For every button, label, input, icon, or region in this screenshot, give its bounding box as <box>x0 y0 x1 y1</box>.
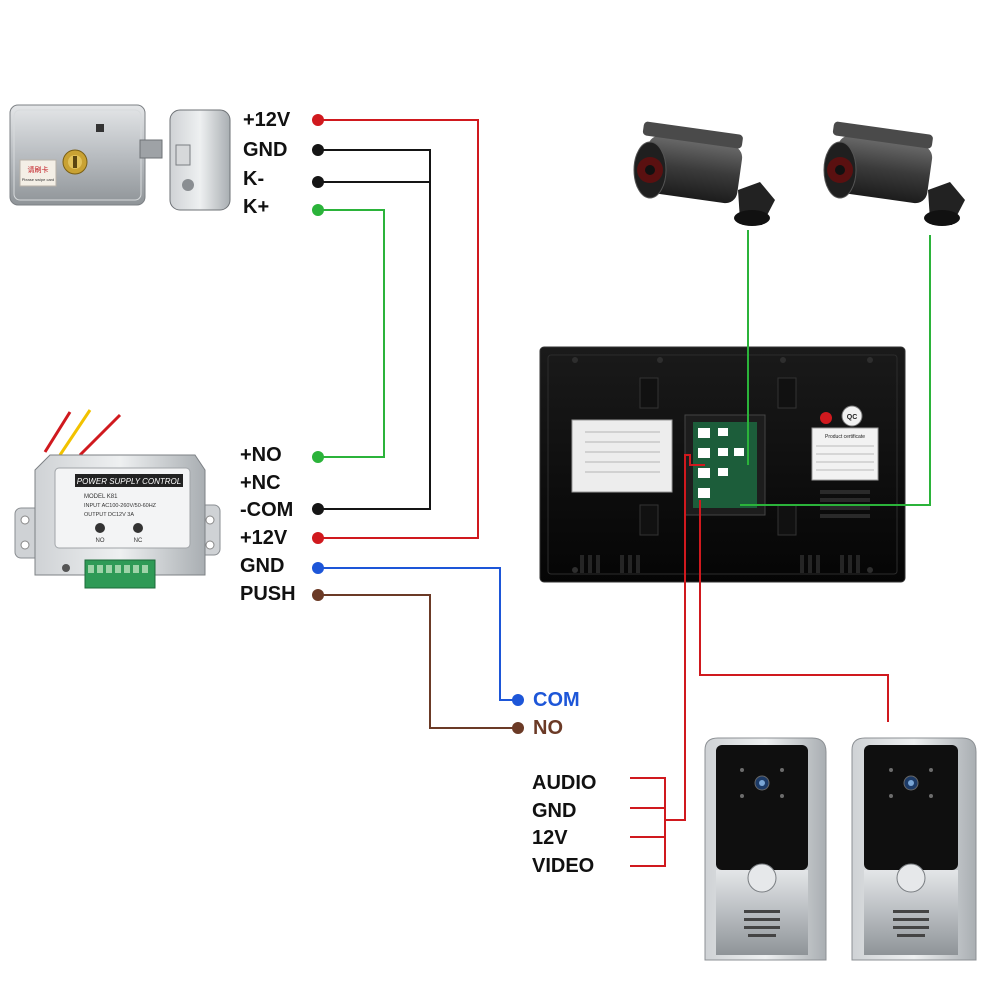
dot-red-icon <box>312 114 324 126</box>
psu-terminal-nc: +NC <box>240 472 281 494</box>
monitor-cert-title: Product certificate <box>825 434 865 440</box>
lock-terminal-k-minus: K- <box>243 168 265 190</box>
exit-button-no: NO <box>533 717 563 739</box>
psu-terminal-block <box>84 559 156 589</box>
dot-red-icon <box>312 532 324 544</box>
door-wire-audio: AUDIO <box>532 772 597 794</box>
dot-black-icon <box>312 503 324 515</box>
wires <box>318 119 931 867</box>
call-button-icon <box>896 863 926 893</box>
power-supply-unit: POWER SUPPLY CONTROL MODEL K81 INPUT AC1… <box>14 409 221 589</box>
lock-sticker-subtext: Please swipe card <box>22 177 54 182</box>
lock-sticker <box>19 159 57 187</box>
lock-terminal-12v: +12V <box>243 109 291 131</box>
dot-green-icon <box>312 451 324 463</box>
psu-no-label: NO <box>96 538 105 544</box>
lock-terminal-k-plus: K+ <box>243 196 270 218</box>
psu-terminal-12v: +12V <box>240 527 288 549</box>
call-button-icon <box>747 863 777 893</box>
psu-terminal-com: -COM <box>240 499 294 521</box>
wire-green-no <box>318 209 385 458</box>
psu-model: MODEL K81 <box>84 494 118 500</box>
psu-nc-label: NC <box>134 538 143 544</box>
psu-title: POWER SUPPLY CONTROL <box>77 477 181 486</box>
camera-1 <box>633 121 775 226</box>
door-wire-gnd: GND <box>532 800 577 822</box>
dot-black-icon <box>312 144 324 156</box>
psu-terminal-push: PUSH <box>240 583 296 605</box>
indoor-monitor-back: Product certificate QC <box>539 346 906 583</box>
camera-2 <box>823 121 965 226</box>
door-station-2 <box>851 737 977 961</box>
monitor-qc-badge <box>841 405 863 427</box>
wire-camera-2 <box>740 235 931 506</box>
psu-terminal-gnd: GND <box>240 555 285 577</box>
dot-blue-icon <box>512 694 524 706</box>
wire-black-com <box>318 149 431 510</box>
psu-input: INPUT AC100-260V/50-60HZ <box>84 503 157 509</box>
monitor-qc-text: QC <box>847 414 858 421</box>
psu-output: OUTPUT DC12V 3A <box>84 512 134 518</box>
exit-button-com: COM <box>533 689 580 711</box>
door-wire-12v: 12V <box>532 827 568 849</box>
wire-red-12v <box>318 119 479 539</box>
lock-sticker-text: 请刷卡 <box>28 165 49 174</box>
wire-blue-gnd <box>318 567 518 701</box>
electric-lock: 请刷卡 Please swipe card <box>9 104 231 211</box>
lock-terminal-gnd: GND <box>243 139 288 161</box>
wire-door-2 <box>699 500 889 722</box>
dot-blue-icon <box>312 562 324 574</box>
psu-nc-led-icon <box>133 523 143 533</box>
psu-terminal-no: +NO <box>240 444 282 466</box>
wire-bracket <box>630 777 666 867</box>
monitor-label-left <box>571 419 673 493</box>
dot-green-icon <box>312 204 324 216</box>
terminal-dots <box>312 114 524 734</box>
wire-brown-push <box>318 594 518 729</box>
door-station-1 <box>704 737 827 961</box>
dot-brown-icon <box>312 589 324 601</box>
wire-door-1 <box>665 454 705 821</box>
door-wire-video: VIDEO <box>532 855 595 877</box>
psu-no-led-icon <box>95 523 105 533</box>
dot-black-icon <box>312 176 324 188</box>
dot-brown-icon <box>512 722 524 734</box>
